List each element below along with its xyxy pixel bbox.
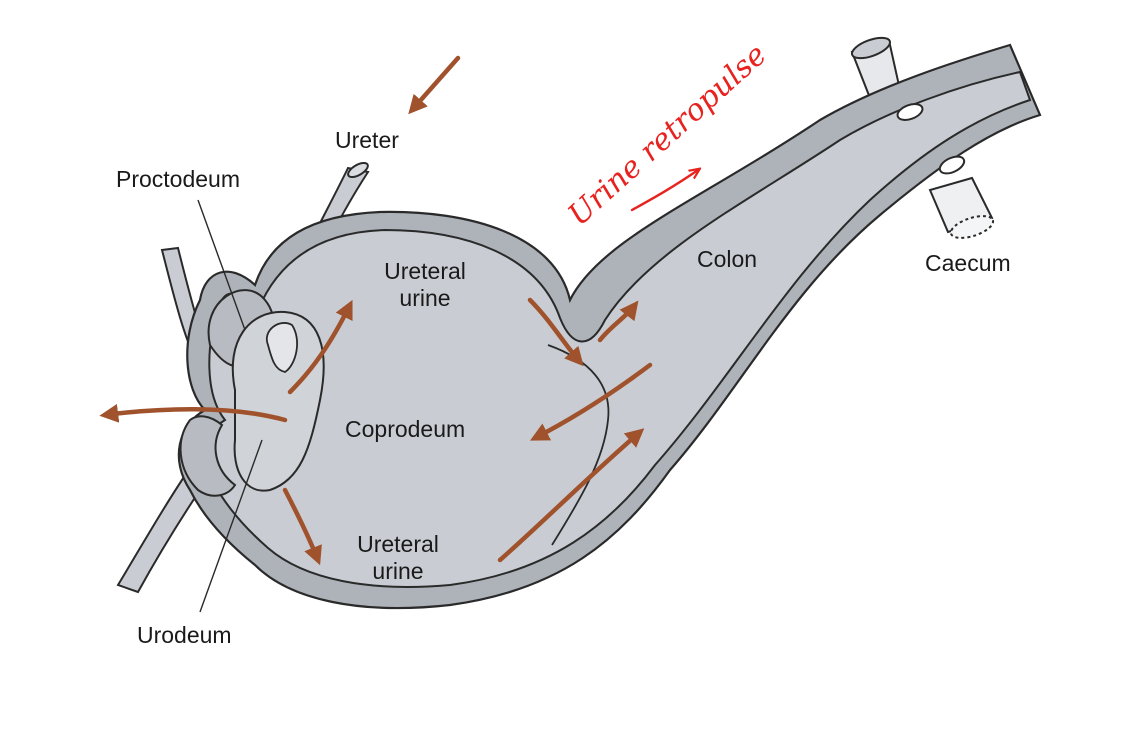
ureteral-urine-top-line1: Ureteral: [384, 258, 466, 284]
flow-arrows: [99, 55, 653, 566]
ureteral-urine-bottom-line2: urine: [372, 558, 424, 584]
gut-lumen: [203, 70, 1032, 588]
label-ureteral-urine-top: Ureteral urine: [360, 258, 490, 312]
ureter-opening: [265, 322, 298, 373]
label-ureter: Ureter: [335, 127, 399, 153]
label-coprodeum: Coprodeum: [345, 416, 466, 442]
label-proctodeum: Proctodeum: [116, 166, 241, 192]
label-colon: Colon: [697, 246, 758, 272]
ureteral-urine-top-line2: urine: [399, 285, 451, 311]
label-caecum: Caecum: [925, 250, 1011, 276]
annotation-arrow: [630, 170, 698, 212]
vent-lips: [179, 415, 237, 497]
ureteral-urine-bottom-line1: Ureteral: [357, 531, 439, 557]
urodeum-fold: [231, 310, 325, 492]
label-ureteral-urine-bottom: Ureteral urine: [333, 531, 463, 585]
label-urodeum: Urodeum: [137, 622, 232, 648]
